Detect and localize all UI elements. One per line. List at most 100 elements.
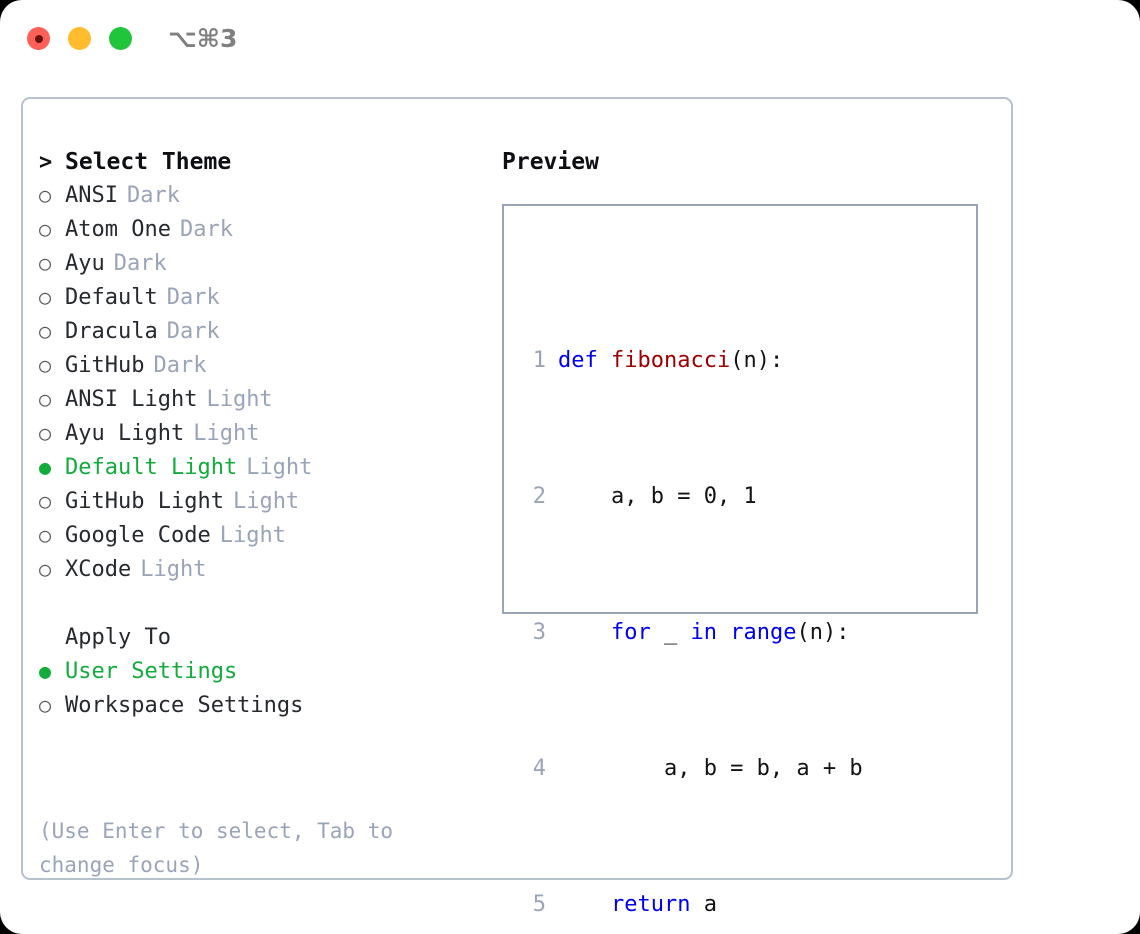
radio-unselected-icon[interactable]: ○	[39, 693, 52, 717]
theme-item-tag: Dark	[113, 251, 167, 276]
apply-to-option-label: Workspace Settings	[65, 693, 304, 718]
radio-unselected-icon[interactable]: ○	[39, 285, 52, 309]
theme-item-default-light[interactable]: ● Default Light Light	[39, 455, 479, 489]
theme-selector-dialog: > Select Theme ○ ANSI Dark ○ Atom One Da…	[21, 97, 1013, 917]
code-token-keyword: for	[610, 620, 651, 645]
title-bar: ⌥⌘3	[0, 0, 1140, 78]
theme-item-tag: Light	[246, 455, 313, 480]
theme-item-label: Ayu Light	[65, 421, 185, 446]
radio-selected-icon[interactable]: ●	[39, 455, 52, 479]
theme-item-ayu-dark[interactable]: ○ Ayu Dark	[39, 251, 479, 285]
radio-unselected-icon[interactable]: ○	[39, 217, 52, 241]
apply-to-option-user-settings[interactable]: ● User Settings	[39, 659, 479, 693]
keyboard-shortcut-label: ⌥⌘3	[168, 24, 238, 53]
preview-title: Preview	[502, 149, 599, 175]
radio-unselected-icon[interactable]: ○	[39, 387, 52, 411]
theme-item-tag: Dark	[166, 319, 220, 344]
radio-unselected-icon[interactable]: ○	[39, 319, 52, 343]
apply-to-option-workspace-settings[interactable]: ○ Workspace Settings	[39, 693, 479, 727]
theme-item-tag: Dark	[153, 353, 207, 378]
theme-item-label: Atom One	[65, 217, 171, 242]
theme-item-label: ANSI	[65, 183, 118, 208]
code-token-builtin: range	[730, 620, 797, 645]
line-number: 5	[532, 892, 546, 917]
theme-item-label: XCode	[65, 557, 132, 582]
preview-code-box: 1 def fibonacci(n): 2 a, b = 0, 1 3 for …	[502, 204, 978, 917]
code-line: 5 return a	[520, 888, 902, 922]
code-token-plain: _	[650, 620, 691, 645]
preview-code-content: 1 def fibonacci(n): 2 a, b = 0, 1 3 for …	[520, 242, 902, 934]
code-line-text: a, b = 0, 1	[558, 480, 757, 514]
theme-item-label: Dracula	[65, 319, 158, 344]
theme-item-tag: Light	[232, 489, 300, 514]
code-token-plain	[717, 620, 730, 645]
theme-item-tag: Dark	[126, 183, 180, 208]
radio-selected-icon[interactable]: ●	[39, 659, 52, 683]
theme-item-tag: Dark	[166, 285, 220, 310]
theme-item-tag: Dark	[179, 217, 233, 242]
theme-item-tag: Light	[193, 421, 260, 446]
radio-unselected-icon[interactable]: ○	[39, 421, 52, 445]
code-line: 4 a, b = b, a + b	[520, 752, 902, 786]
code-line-text: a, b = b, a + b	[558, 752, 863, 786]
traffic-light-buttons	[27, 27, 132, 50]
theme-item-tag: Light	[140, 557, 207, 582]
radio-unselected-icon[interactable]: ○	[39, 183, 52, 207]
line-number: 3	[532, 620, 546, 645]
dialog-columns: > Select Theme ○ ANSI Dark ○ Atom One Da…	[23, 99, 1011, 917]
theme-item-ayu-light[interactable]: ○ Ayu Light Light	[39, 421, 479, 455]
theme-item-label: Default	[65, 285, 158, 310]
code-token-function: fibonacci	[610, 348, 731, 373]
minimize-button-icon[interactable]	[68, 27, 91, 50]
line-number: 4	[532, 756, 546, 781]
code-token-plain	[558, 892, 611, 917]
code-line: 2 a, b = 0, 1	[520, 480, 902, 514]
theme-item-label: GitHub Light	[65, 489, 224, 514]
code-token-keyword: return	[610, 892, 691, 917]
theme-list-header: > Select Theme	[39, 149, 479, 183]
code-token-plain: a, b = 0, 1	[558, 484, 757, 509]
radio-unselected-icon[interactable]: ○	[39, 251, 52, 275]
list-spacer	[39, 591, 479, 625]
close-button-icon[interactable]	[27, 27, 50, 50]
code-token-keyword: def	[558, 348, 611, 373]
theme-list-panel: > Select Theme ○ ANSI Dark ○ Atom One Da…	[39, 149, 479, 727]
theme-item-tag: Light	[206, 387, 273, 412]
code-token-plain: (n):	[730, 348, 784, 373]
code-token-plain: (n):	[796, 620, 850, 645]
radio-unselected-icon[interactable]: ○	[39, 489, 52, 513]
theme-item-dracula-dark[interactable]: ○ Dracula Dark	[39, 319, 479, 353]
theme-item-github-dark[interactable]: ○ GitHub Dark	[39, 353, 479, 387]
keyboard-hint-text: (Use Enter to select, Tab to change focu…	[39, 819, 406, 877]
apply-to-header-label: Apply To	[65, 625, 171, 650]
caret-icon: >	[39, 150, 53, 175]
maximize-button-icon[interactable]	[109, 27, 132, 50]
theme-item-ansi-light[interactable]: ○ ANSI Light Light	[39, 387, 479, 421]
theme-item-label: Default Light	[65, 455, 238, 480]
apply-to-option-label: User Settings	[65, 659, 238, 684]
theme-item-label: ANSI Light	[65, 387, 198, 412]
radio-unselected-icon[interactable]: ○	[39, 353, 52, 377]
theme-item-label: Ayu	[65, 251, 105, 276]
theme-item-atom-one-dark[interactable]: ○ Atom One Dark	[39, 217, 479, 251]
theme-list-header-label: Select Theme	[65, 149, 232, 175]
code-line: 3 for _ in range(n):	[520, 616, 902, 650]
radio-unselected-icon[interactable]: ○	[39, 557, 52, 581]
theme-item-xcode[interactable]: ○ XCode Light	[39, 557, 479, 591]
theme-item-label: GitHub	[65, 353, 145, 378]
theme-item-ansi-dark[interactable]: ○ ANSI Dark	[39, 183, 479, 217]
radio-unselected-icon[interactable]: ○	[39, 523, 52, 547]
theme-item-google-code[interactable]: ○ Google Code Light	[39, 523, 479, 557]
apply-to-marker-placeholder	[39, 627, 65, 649]
code-line-text: return a	[558, 888, 717, 922]
code-line-text: def fibonacci(n):	[558, 344, 783, 378]
line-number: 1	[532, 348, 546, 373]
code-token-plain: a, b = b, a + b	[558, 756, 863, 781]
theme-item-default-dark[interactable]: ○ Default Dark	[39, 285, 479, 319]
preview-panel: Preview	[502, 149, 1002, 183]
apply-to-header: Apply To	[39, 625, 479, 659]
code-line: 1 def fibonacci(n):	[520, 344, 902, 378]
theme-item-github-light[interactable]: ○ GitHub Light Light	[39, 489, 479, 523]
code-token-keyword: in	[690, 620, 717, 645]
